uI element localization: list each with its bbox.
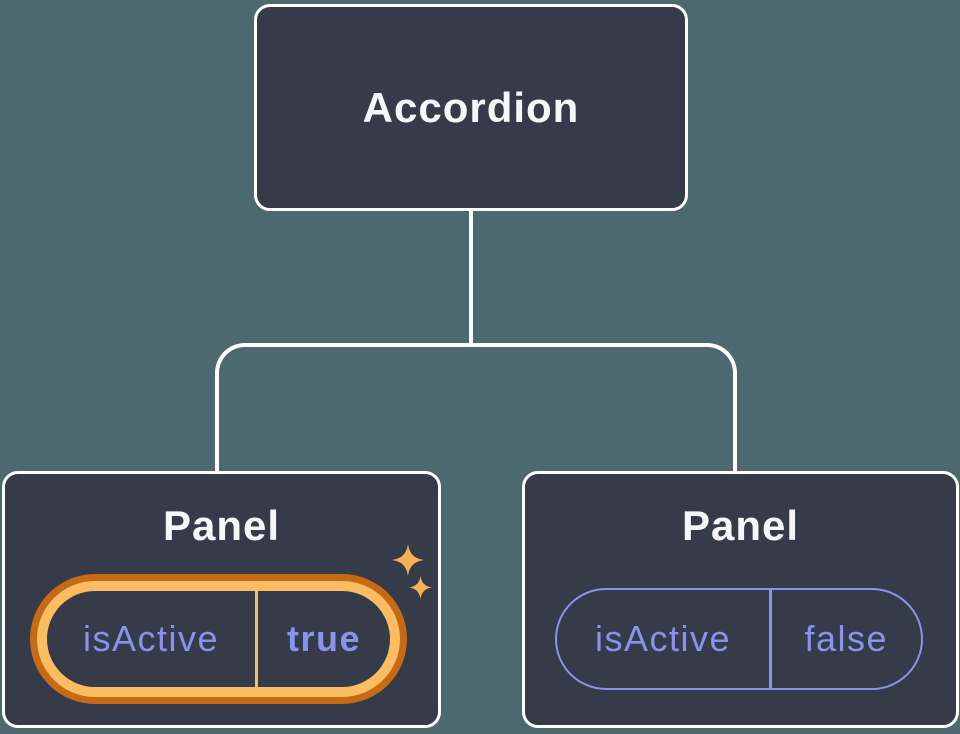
state-pill-active-highlight-ring: isActive true xyxy=(30,574,407,704)
state-value-label: false xyxy=(804,618,889,659)
connector-branch xyxy=(215,343,737,471)
state-pill-inactive: isActive false xyxy=(555,588,923,690)
pill-divider xyxy=(769,590,772,688)
connector-stem xyxy=(469,209,473,345)
pill-divider xyxy=(255,591,258,687)
panel-node-inactive: Panel isActive false xyxy=(522,471,959,728)
panel-title: Panel xyxy=(162,502,281,549)
state-value-label: true xyxy=(286,618,361,659)
root-component-label: Accordion xyxy=(362,83,580,131)
sparkle-icon-small xyxy=(409,576,432,599)
state-pill-active: isActive true xyxy=(47,591,390,687)
state-pill-active-inner-ring: isActive true xyxy=(37,581,400,697)
panel-node-active: Panel isActive true xyxy=(2,471,441,728)
root-component-node: Accordion xyxy=(254,4,688,211)
state-name-label: isActive xyxy=(82,618,220,659)
sparkle-icon-large xyxy=(392,544,424,576)
state-name-label: isActive xyxy=(594,618,732,659)
panel-title: Panel xyxy=(681,502,800,549)
